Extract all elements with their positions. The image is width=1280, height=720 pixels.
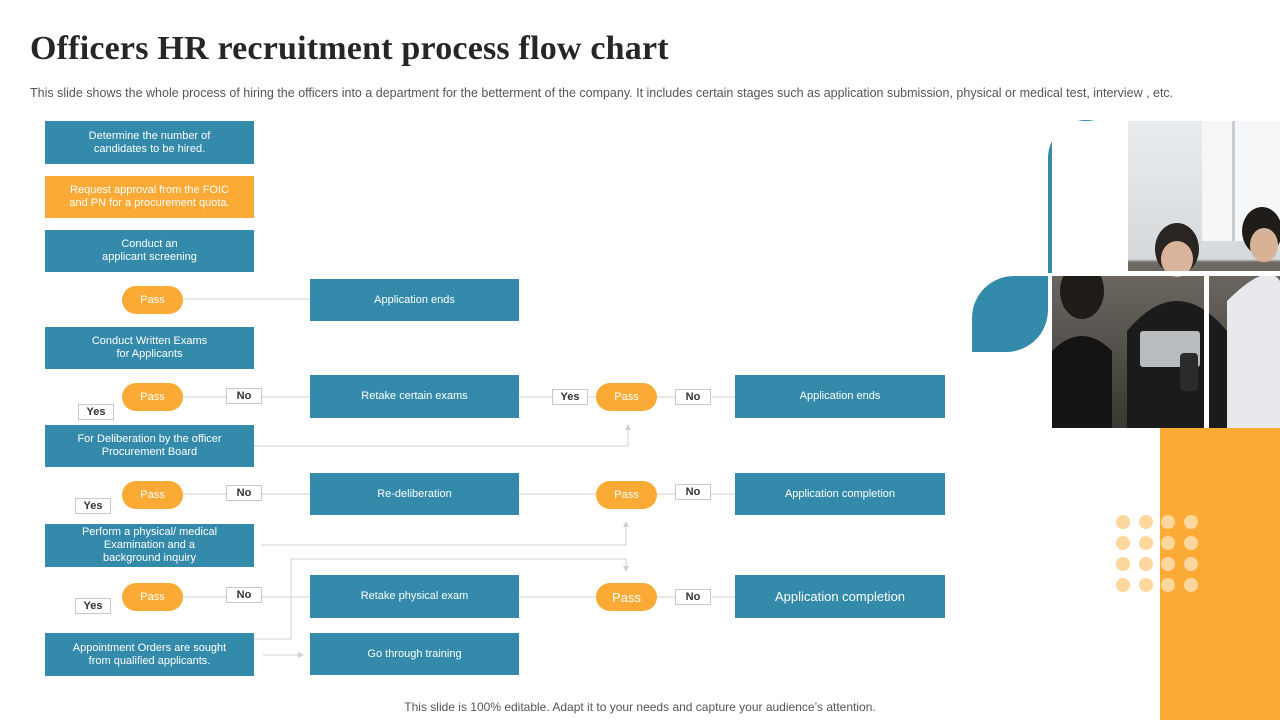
dot [1161,536,1175,550]
teal-leaf-shape [972,276,1048,352]
decision-pass-5: Pass [596,383,657,411]
step-go-through-training: Go through training [310,633,519,675]
page-title: Officers HR recruitment process flow cha… [30,30,669,67]
dot [1184,515,1198,529]
office-meeting-photo [1052,121,1280,428]
step-request-approval: Request approval from the FOIC and PN fo… [45,176,254,218]
step-retake-physical: Retake physical exam [310,575,519,618]
connector [254,426,629,447]
step-written-exams: Conduct Written Exams for Applicants [45,327,254,369]
step-physical-medical: Perform a physical/ medical Examination … [45,524,254,567]
arrowhead [625,424,631,430]
yes-tag-2: Yes [75,498,111,514]
connector [261,523,627,546]
connector [254,558,627,640]
dot [1116,515,1130,529]
arrowhead [623,521,629,527]
no-tag-5: No [675,484,711,500]
no-tag-2: No [226,485,262,501]
orange-side-panel [1160,428,1280,720]
yes-tag-3: Yes [75,598,111,614]
decision-pass-4: Pass [122,583,183,611]
outcome-application-completion-2: Application completion [735,575,945,618]
step-determine-candidates: Determine the number of candidates to be… [45,121,254,164]
no-tag-6: No [675,589,711,605]
outcome-application-completion-1: Application completion [735,473,945,515]
outcome-application-ends: Application ends [735,375,945,418]
dot [1161,578,1175,592]
dot [1184,578,1198,592]
decision-pass-3: Pass [122,481,183,509]
dot [1161,515,1175,529]
dot [1184,557,1198,571]
dot [1139,536,1153,550]
step-re-deliberation: Re-deliberation [310,473,519,515]
no-tag-1: No [226,388,262,404]
arrowhead [623,566,629,572]
page-subtitle: This slide shows the whole process of hi… [30,86,1174,100]
yes-tag-1: Yes [78,404,114,420]
no-tag-3: No [226,587,262,603]
dot [1116,536,1130,550]
dot [1184,536,1198,550]
dot [1139,557,1153,571]
dots-pattern-decoration [1116,515,1198,592]
dot [1116,578,1130,592]
footer-note: This slide is 100% editable. Adapt it to… [404,700,876,714]
decision-pass-7: Pass [596,583,657,611]
yes-tag-4: Yes [552,389,588,405]
dot [1139,515,1153,529]
decision-pass-2: Pass [122,383,183,411]
no-tag-4: No [675,389,711,405]
arrowhead [298,652,304,658]
step-retake-exams: Retake certain exams [310,375,519,418]
decision-pass-6: Pass [596,481,657,509]
dot [1161,557,1175,571]
dot [1139,578,1153,592]
step-applicant-screening: Conduct an applicant screening [45,230,254,272]
step-application-ends-1: Application ends [310,279,519,321]
step-appointment-orders: Appointment Orders are sought from quali… [45,633,254,676]
step-deliberation: For Deliberation by the officer Procurem… [45,425,254,467]
dot [1116,557,1130,571]
decision-pass-1: Pass [122,286,183,314]
